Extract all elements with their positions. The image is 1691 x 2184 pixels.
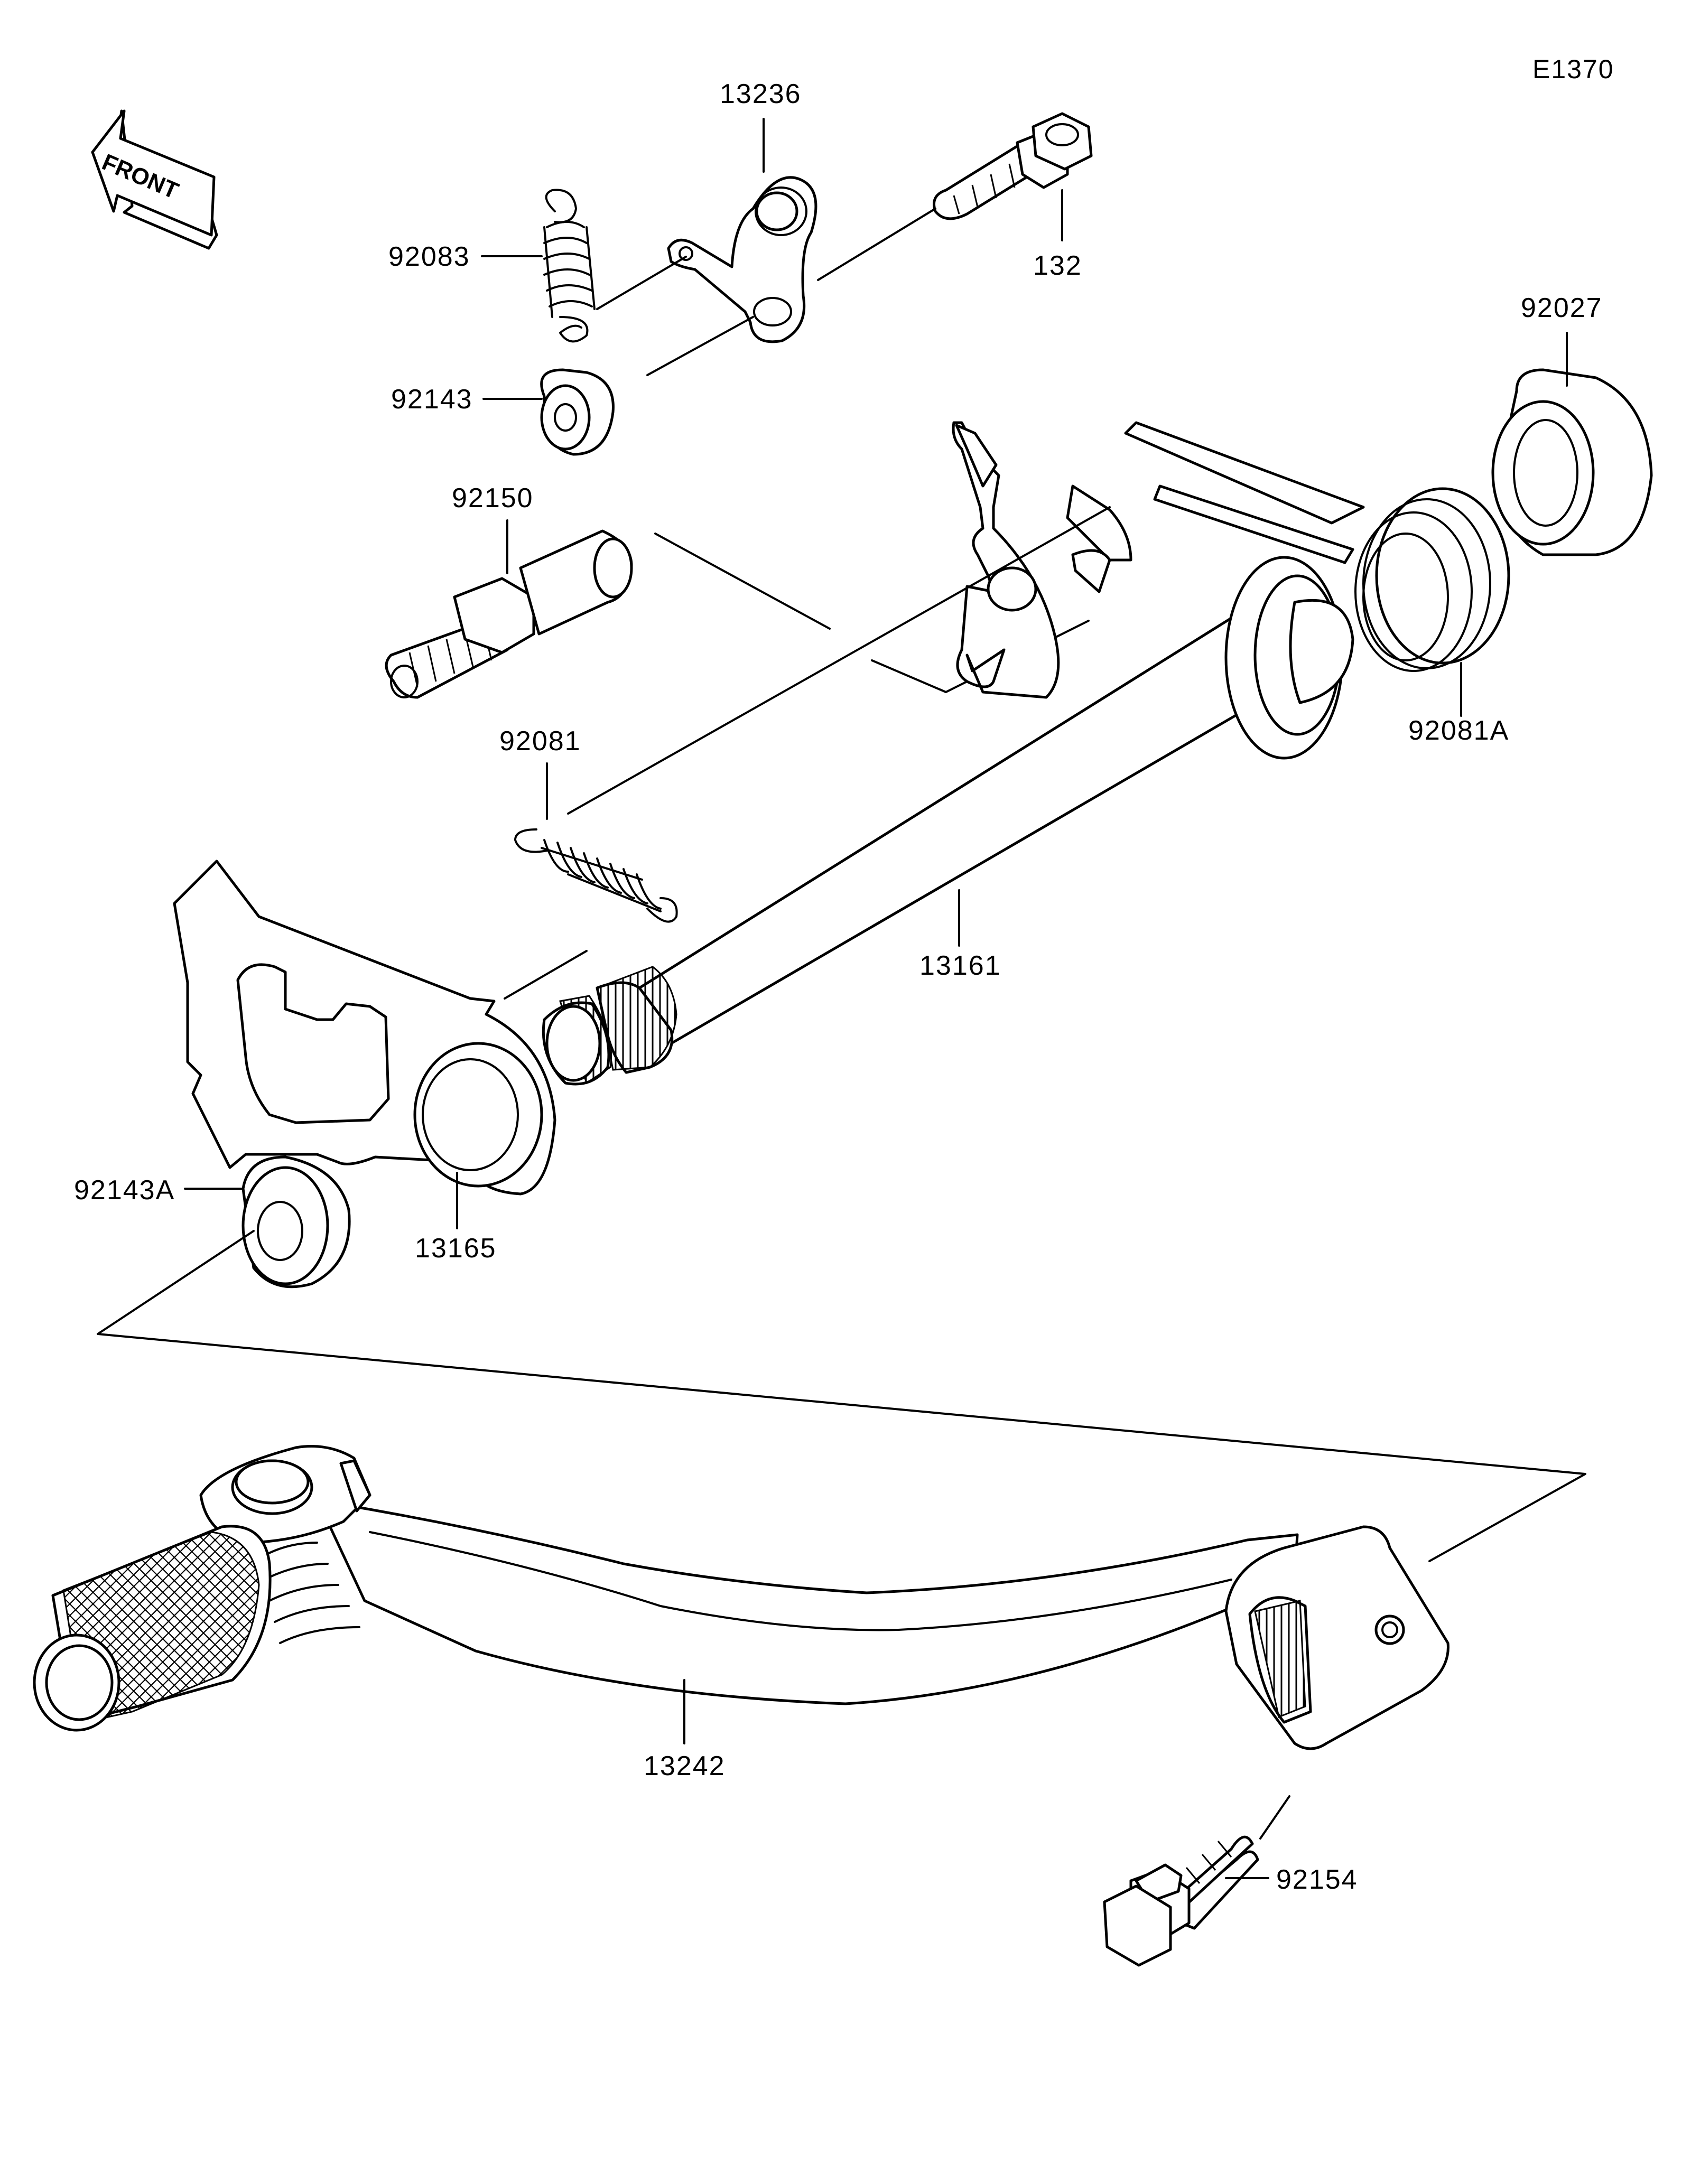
part-92081A-spring bbox=[1124, 421, 1510, 672]
part-92150-stud bbox=[385, 529, 633, 699]
part-label-132: 132 bbox=[1033, 250, 1082, 281]
part-label-92027: 92027 bbox=[1521, 293, 1603, 323]
part-13236-plate bbox=[667, 176, 817, 343]
part-92081-spring bbox=[514, 828, 678, 923]
part-label-92081: 92081 bbox=[499, 726, 581, 757]
part-92027-bushing bbox=[1491, 368, 1653, 556]
part-13165-plate bbox=[173, 860, 556, 1196]
part-label-92150: 92150 bbox=[452, 483, 534, 514]
part-label-13236: 13236 bbox=[720, 79, 802, 109]
part-label-13165: 13165 bbox=[415, 1233, 497, 1264]
part-92083-spring bbox=[543, 189, 596, 343]
diagram-code: E1370 bbox=[1532, 54, 1614, 84]
part-label-13242: 13242 bbox=[644, 1751, 726, 1781]
part-92143A-collar bbox=[241, 1155, 351, 1289]
part-label-92154: 92154 bbox=[1276, 1864, 1358, 1895]
part-label-92143: 92143 bbox=[391, 384, 473, 415]
part-label-92083: 92083 bbox=[388, 241, 470, 272]
part-13161-shift-shaft bbox=[542, 421, 1354, 1086]
part-132-bolt bbox=[933, 112, 1093, 220]
part-label-13161: 13161 bbox=[919, 950, 1001, 981]
part-92143-collar bbox=[540, 368, 615, 456]
part-13242-shift-pedal bbox=[33, 1445, 1450, 1750]
part-label-92081A: 92081A bbox=[1408, 715, 1509, 746]
part-label-92143A: 92143A bbox=[74, 1175, 175, 1206]
part-92154-bolt bbox=[1103, 1835, 1259, 1967]
front-arrow-icon: FRONT bbox=[91, 109, 218, 250]
